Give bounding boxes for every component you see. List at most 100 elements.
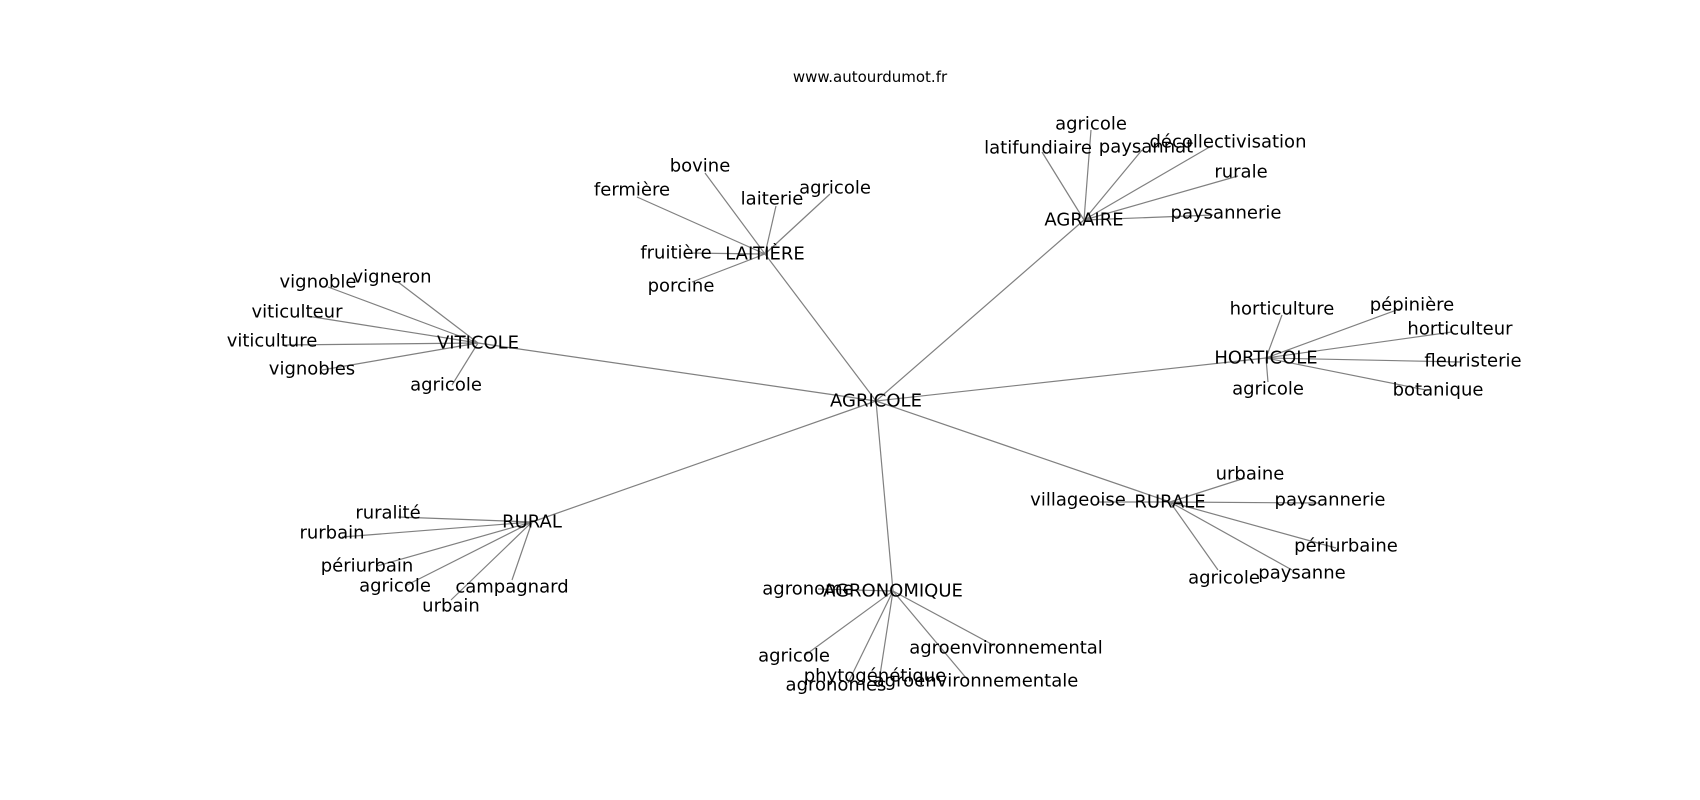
- leaf-node-label: horticulteur: [1407, 319, 1513, 340]
- leaf-node-label: décollectivisation: [1150, 132, 1307, 153]
- edge-hub-leaf: [397, 281, 479, 344]
- edge-hub-leaf: [450, 521, 533, 601]
- leaf-node-label: vignobles: [269, 359, 355, 380]
- leaf-node-label: latifundiaire: [984, 138, 1092, 159]
- leaf-node-label: vignoble: [279, 272, 356, 293]
- leaf-node-label: périurbain: [321, 556, 414, 577]
- edge-hub-leaf: [511, 521, 533, 581]
- edge-root-hub: [875, 219, 1085, 402]
- root-node-label: AGRICOLE: [830, 391, 922, 412]
- edge-hub-leaf: [687, 252, 766, 255]
- hub-node-label: HORTICOLE: [1214, 348, 1317, 369]
- edge-hub-leaf: [397, 516, 533, 523]
- leaf-node-label: rurbain: [299, 523, 364, 544]
- edge-hub-leaf: [1083, 149, 1143, 221]
- edge-hub-leaf: [636, 196, 766, 255]
- leaf-node-label: vigneron: [353, 267, 432, 288]
- edge-hub-leaf: [321, 342, 479, 371]
- leaf-node-label: agricole: [758, 646, 830, 667]
- edge-hub-leaf: [1169, 501, 1319, 504]
- leaf-node-label: agronome: [762, 579, 854, 600]
- edge-hub-leaf: [281, 342, 479, 346]
- edge-hub-leaf: [404, 521, 533, 587]
- leaf-node-label: agroenvironnemental: [909, 638, 1103, 659]
- leaf-node-label: agricole: [799, 178, 871, 199]
- leaf-node-label: paysannerie: [1275, 490, 1386, 511]
- edge-hub-leaf: [892, 590, 968, 680]
- leaf-node-label: paysanne: [1258, 563, 1345, 584]
- leaf-node-label: bovine: [670, 156, 731, 177]
- edge-hub-leaf: [376, 521, 533, 567]
- leaf-node-label: campagnard: [455, 577, 568, 598]
- edge-hub-leaf: [1041, 151, 1085, 221]
- leaf-node-label: botanique: [1393, 380, 1484, 401]
- leaf-node-label: fermière: [594, 180, 670, 201]
- leaf-node-label: agricole: [410, 375, 482, 396]
- leaf-node-label: paysannat: [1099, 137, 1193, 158]
- edge-hub-leaf: [1265, 331, 1453, 359]
- edge-hub-leaf: [764, 205, 777, 255]
- hub-node-label: LAITIÈRE: [725, 243, 805, 265]
- leaf-node-label: viticulteur: [252, 302, 344, 323]
- edge-root-hub: [477, 342, 877, 402]
- leaf-node-label: périurbaine: [1294, 536, 1398, 557]
- edge-hub-leaf: [1265, 314, 1283, 359]
- edge-hub-leaf: [1169, 501, 1293, 571]
- leaf-node-label: phytogénétique: [804, 666, 947, 687]
- edge-hub-leaf: [1169, 501, 1337, 549]
- leaf-node-label: pépinière: [1370, 295, 1455, 316]
- edge-hub-leaf: [817, 588, 894, 592]
- hub-node-label: VITICOLE: [437, 333, 519, 354]
- leaf-node-label: paysannerie: [1171, 203, 1282, 224]
- leaf-node-label: porcine: [648, 276, 715, 297]
- leaf-node-label: viticulture: [227, 331, 318, 352]
- edge-hub-leaf: [1265, 357, 1427, 391]
- edge-hub-leaf: [1083, 214, 1214, 221]
- leaf-node-label: agricole: [1188, 568, 1260, 589]
- leaf-node-label: fleuristerie: [1424, 351, 1521, 372]
- leaf-node-label: fruitière: [640, 243, 711, 264]
- edge-hub-leaf: [1265, 307, 1403, 359]
- hub-node-label: RURALE: [1134, 492, 1205, 513]
- edge-hub-leaf: [1265, 357, 1269, 383]
- leaf-node-label: urbaine: [1216, 464, 1285, 485]
- edge-hub-leaf: [1083, 129, 1092, 221]
- hub-node-label: AGRONOMIQUE: [823, 581, 963, 602]
- graph-edges: [281, 129, 1462, 684]
- edge-hub-leaf: [1169, 501, 1219, 571]
- edge-hub-leaf: [803, 590, 894, 657]
- edge-hub-leaf: [451, 342, 479, 386]
- leaf-node-label: agronomes: [786, 675, 887, 696]
- edge-hub-leaf: [1265, 357, 1462, 363]
- leaf-node-label: urbain: [422, 596, 480, 617]
- edge-hub-leaf: [764, 193, 831, 255]
- leaf-node-label: ruralité: [355, 503, 420, 524]
- edge-hub-leaf: [847, 590, 894, 684]
- leaf-node-label: agroenvironnementale: [874, 671, 1079, 692]
- edge-hub-leaf: [879, 590, 894, 676]
- hub-node-label: AGRAIRE: [1044, 210, 1123, 231]
- edge-hub-leaf: [327, 286, 479, 344]
- edge-hub-leaf: [691, 253, 766, 283]
- edge-hub-leaf: [892, 590, 996, 647]
- leaf-node-label: agricole: [359, 576, 431, 597]
- edge-hub-leaf: [306, 315, 479, 344]
- edge-hub-leaf: [1169, 477, 1246, 503]
- edge-hub-leaf: [704, 172, 766, 255]
- leaf-node-label: villageoise: [1030, 490, 1126, 511]
- leaf-node-label: horticulture: [1230, 299, 1335, 320]
- leaf-node-label: agricole: [1232, 379, 1304, 400]
- edge-hub-leaf: [341, 521, 533, 538]
- edge-root-hub: [875, 400, 1171, 503]
- leaf-node-label: agricole: [1055, 114, 1127, 135]
- edge-hub-leaf: [1083, 144, 1214, 221]
- edge-root-hub: [531, 400, 877, 523]
- edge-root-hub: [764, 253, 877, 402]
- leaf-node-label: rurale: [1214, 162, 1267, 183]
- site-url[interactable]: www.autourdumot.fr: [793, 68, 948, 86]
- edge-root-hub: [875, 357, 1267, 402]
- edge-hub-leaf: [1083, 175, 1239, 221]
- leaf-node-label: laiterie: [741, 189, 804, 210]
